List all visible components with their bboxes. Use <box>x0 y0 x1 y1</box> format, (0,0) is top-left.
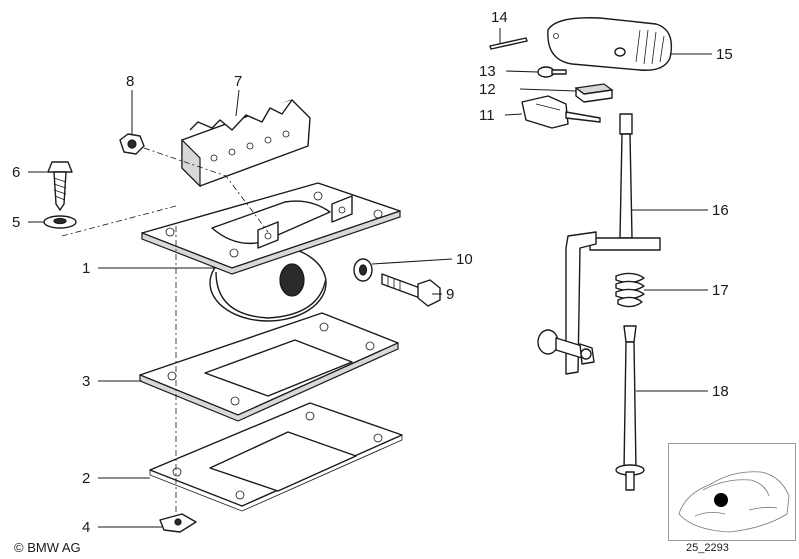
callout-3: 3 <box>82 373 90 390</box>
callout-5: 5 <box>12 214 20 231</box>
callout-7: 7 <box>234 73 242 90</box>
callout-15: 15 <box>716 46 733 63</box>
callout-2: 2 <box>82 470 90 487</box>
callout-9: 9 <box>446 286 454 303</box>
part-hex-nut <box>119 133 145 155</box>
callout-18: 18 <box>712 383 729 400</box>
part-gasket-lower <box>149 402 403 512</box>
callout-14: 14 <box>491 9 508 26</box>
callout-1: 1 <box>82 260 90 277</box>
part-shift-knob <box>547 17 673 71</box>
callout-17: 17 <box>712 282 729 299</box>
callout-16: 16 <box>712 202 729 219</box>
part-washer-bolt <box>353 258 373 282</box>
callout-numbers: 1 2 3 4 5 6 7 8 9 10 11 12 13 14 15 16 1… <box>12 9 733 536</box>
callout-4: 4 <box>82 519 90 536</box>
part-shift-lever <box>537 113 661 375</box>
callout-10: 10 <box>456 251 473 268</box>
car-location-thumbnail <box>668 443 796 541</box>
callout-6: 6 <box>12 164 20 181</box>
locator-dot <box>714 493 728 507</box>
callout-8: 8 <box>126 73 134 90</box>
part-hex-bolt <box>381 273 441 307</box>
callout-12: 12 <box>479 81 496 98</box>
part-insert-pad <box>574 83 614 103</box>
part-washer <box>43 215 77 229</box>
diagram-reference-code: 25_2293 <box>686 542 729 554</box>
part-shift-guide <box>181 99 311 188</box>
part-hex-screw <box>47 161 73 211</box>
leader-lines <box>28 28 712 528</box>
part-clip-nut <box>159 513 197 533</box>
callout-11: 11 <box>479 107 495 124</box>
part-shift-bearing <box>141 182 401 322</box>
part-gasket-upper <box>139 312 399 422</box>
part-spring <box>615 272 645 308</box>
copyright-text: © BMW AG <box>14 540 81 555</box>
part-small-screw <box>537 66 567 78</box>
part-pin <box>489 37 528 50</box>
callout-13: 13 <box>479 63 496 80</box>
screw-axis <box>61 205 177 237</box>
part-knob-adapter <box>521 95 601 129</box>
part-lower-lever <box>615 325 645 491</box>
car-outline-icon <box>678 471 790 533</box>
nut-axis <box>143 147 269 233</box>
